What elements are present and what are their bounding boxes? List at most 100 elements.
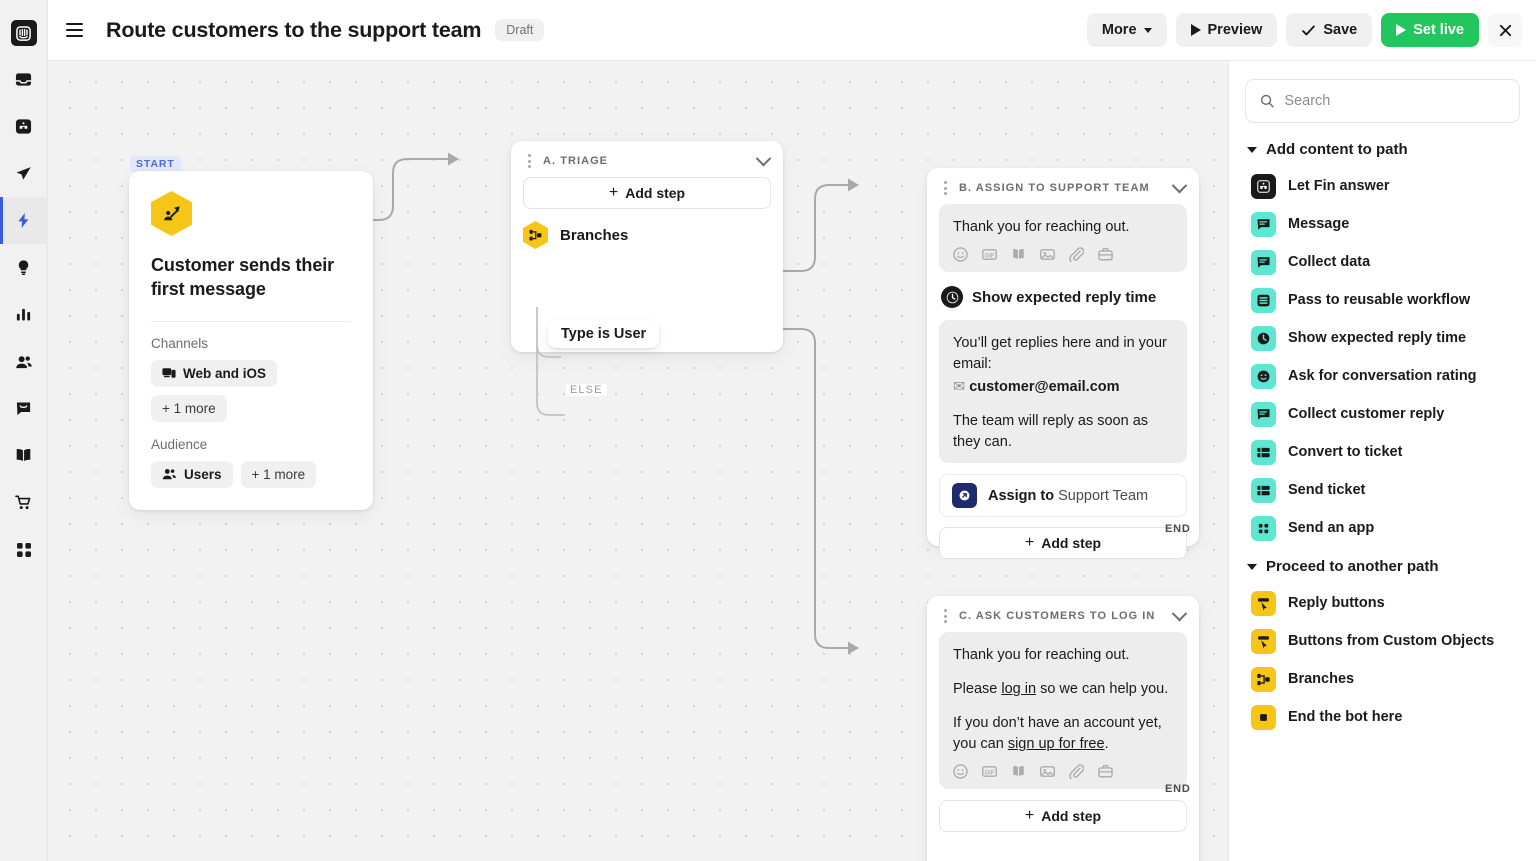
group-header-add-content[interactable]: Add content to path [1247, 141, 1520, 158]
panel-item-label: Reply buttons [1288, 595, 1385, 611]
sidebar-item-ideas[interactable] [0, 244, 48, 291]
sidebar-item-contacts[interactable] [0, 338, 48, 385]
channel-more-pill[interactable]: + 1 more [151, 394, 227, 422]
left-icon-rail [0, 0, 48, 861]
panel-item-send-an-app[interactable]: Send an app [1245, 509, 1520, 547]
message-line-1: You’ll get replies here and in your emai… [953, 335, 1167, 373]
chevron-down-icon[interactable] [755, 150, 772, 166]
sidebar-item-commerce[interactable] [0, 479, 48, 526]
sign-up-link[interactable]: sign up for free [1007, 736, 1105, 753]
drag-handle-icon[interactable] [524, 154, 534, 168]
article-icon [1013, 249, 1024, 260]
sidebar-item-automation[interactable] [0, 197, 48, 244]
drag-handle-icon[interactable] [940, 609, 950, 623]
preview-label: Preview [1207, 22, 1263, 38]
node-assign-title: B. ASSIGN TO SUPPORT TEAM [959, 182, 1150, 194]
web-mobile-icon [162, 368, 176, 378]
panel-item-label: Show expected reply time [1288, 330, 1467, 346]
add-step-button-triage[interactable]: + Add step [523, 177, 771, 209]
panel-item-reply-buttons[interactable]: Reply buttons [1245, 584, 1520, 622]
sidebar-item-apps[interactable] [0, 526, 48, 573]
gif-icon: GIF [982, 766, 997, 777]
assign-to-team-block[interactable]: Assign to Support Team [939, 474, 1187, 518]
panel-item-buttons-from-custom-objects[interactable]: Buttons from Custom Objects [1245, 622, 1520, 660]
gif-icon: GIF [982, 249, 997, 260]
drag-handle-icon[interactable] [940, 181, 950, 195]
set-live-button[interactable]: Set live [1381, 13, 1479, 47]
search-input[interactable] [1284, 93, 1505, 109]
attachment-icon [1069, 247, 1084, 263]
hamburger-icon[interactable] [66, 17, 92, 43]
node-triage-title: A. TRIAGE [543, 155, 609, 167]
sidebar-item-inbox[interactable] [0, 56, 48, 103]
login-line-3: If you don’t have an account yet, you ca… [953, 713, 1173, 755]
app-icon [1098, 764, 1113, 778]
login-line2-b: so we can help you. [1036, 681, 1169, 698]
message-block-1[interactable]: Thank you for reaching out. GIF [939, 204, 1187, 273]
panel-item-label: Collect data [1288, 254, 1371, 270]
clock-icon [1251, 325, 1276, 351]
node-login-title: C. ASK CUSTOMERS TO LOG IN [959, 610, 1156, 622]
node-assign-support-team[interactable]: B. ASSIGN TO SUPPORT TEAM Thank you for … [927, 168, 1199, 560]
intercom-logo-icon[interactable] [10, 20, 37, 46]
branch-condition-pill[interactable]: Type is User [548, 320, 660, 348]
group-header-proceed-to-path[interactable]: Proceed to another path [1247, 558, 1520, 575]
top-header: Route customers to the support team Draf… [48, 0, 1536, 61]
step-show-reply-time[interactable]: Show expected reply time [927, 283, 1199, 320]
add-step-button-login[interactable]: + Add step [939, 800, 1187, 833]
message-toolbar: GIF [953, 247, 1173, 263]
panel-item-end-the-bot-here[interactable]: End the bot here [1245, 698, 1520, 736]
channel-pill[interactable]: Web and iOS [151, 359, 278, 387]
node-login-header: C. ASK CUSTOMERS TO LOG IN [927, 596, 1199, 632]
group-items-add-content: Let Fin answer Message Collect data Pass… [1245, 167, 1520, 547]
close-button[interactable] [1488, 13, 1522, 47]
search-box[interactable] [1245, 79, 1520, 123]
start-chip: START [130, 156, 181, 172]
cursor-button-icon [1251, 590, 1276, 616]
chevron-down-icon[interactable] [1171, 177, 1188, 193]
ticket-icon [1251, 439, 1276, 465]
panel-item-show-expected-reply-time[interactable]: Show expected reply time [1245, 319, 1520, 357]
panel-item-let-fin-answer[interactable]: Let Fin answer [1245, 167, 1520, 205]
log-in-link[interactable]: log in [1001, 681, 1037, 698]
audience-pill[interactable]: Users [151, 460, 233, 488]
sidebar-item-reports[interactable] [0, 291, 48, 338]
plus-icon: + [608, 184, 619, 201]
panel-item-send-ticket[interactable]: Send ticket [1245, 471, 1520, 509]
status-badge: Draft [495, 19, 545, 41]
sidebar-item-messenger[interactable] [0, 385, 48, 432]
panel-item-collect-data[interactable]: Collect data [1245, 243, 1520, 281]
image-icon [1040, 766, 1055, 777]
audience-more-pill[interactable]: + 1 more [240, 460, 317, 488]
channels-row: Web and iOS + 1 more [151, 359, 351, 422]
panel-item-branches[interactable]: Branches [1245, 660, 1520, 698]
add-step-label: Add step [625, 185, 686, 201]
sidebar-item-outbound[interactable] [0, 150, 48, 197]
node-assign-header: B. ASSIGN TO SUPPORT TEAM [927, 168, 1199, 204]
branches-row[interactable]: Branches [511, 221, 783, 249]
message-block-2[interactable]: You’ll get replies here and in your emai… [939, 320, 1187, 464]
chevron-down-icon[interactable] [1171, 605, 1188, 621]
preview-button[interactable]: Preview [1175, 13, 1278, 47]
channels-label: Channels [151, 335, 209, 351]
sidebar-item-knowledge[interactable] [0, 432, 48, 479]
more-button[interactable]: More [1086, 13, 1167, 47]
message-block-login[interactable]: Thank you for reaching out. Please log i… [939, 632, 1187, 790]
sidebar-item-fin[interactable] [0, 103, 48, 150]
panel-item-message[interactable]: Message [1245, 205, 1520, 243]
svg-text:GIF: GIF [985, 253, 995, 259]
start-trigger-card[interactable]: Customer sends their first message Chann… [129, 171, 373, 510]
page-title: Route customers to the support team [106, 17, 482, 42]
panel-item-collect-customer-reply[interactable]: Collect customer reply [1245, 395, 1520, 433]
add-step-button-assign[interactable]: + Add step [939, 527, 1187, 560]
node-triage[interactable]: A. TRIAGE + Add step Branches [511, 141, 783, 416]
message-text: Thank you for reaching out. [953, 219, 1130, 235]
workflow-icon [1251, 287, 1276, 313]
panel-item-ask-for-conversation-rating[interactable]: Ask for conversation rating [1245, 357, 1520, 395]
save-button[interactable]: Save [1286, 13, 1373, 47]
panel-item-label: Message [1288, 216, 1350, 232]
panel-item-pass-to-reusable-workflow[interactable]: Pass to reusable workflow [1245, 281, 1520, 319]
panel-item-convert-to-ticket[interactable]: Convert to ticket [1245, 433, 1520, 471]
chevron-down-icon [1143, 27, 1152, 33]
node-ask-login[interactable]: C. ASK CUSTOMERS TO LOG IN Thank you for… [927, 596, 1199, 861]
